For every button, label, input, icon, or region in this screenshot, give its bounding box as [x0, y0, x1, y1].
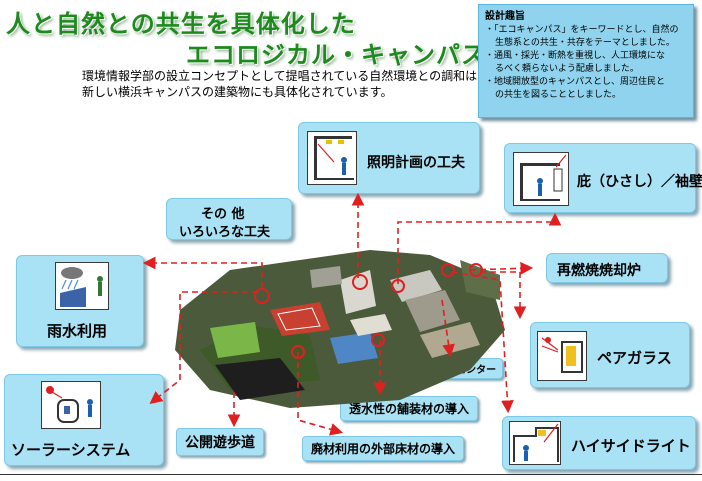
- rainwater-diagram-icon: [55, 262, 109, 310]
- lighting-label: 照明計画の工夫: [367, 155, 465, 171]
- pair-glass-label: ペアガラス: [597, 349, 672, 367]
- high-side-light-label: ハイサイドライト: [571, 437, 691, 455]
- design-line: の共生を図ることとしました。: [495, 90, 622, 100]
- pair-glass-card: ペアガラス: [530, 322, 690, 388]
- bottom-rule: [0, 474, 702, 475]
- design-line: ・地域開放型のキャンパスとし、周辺住民と: [485, 77, 666, 87]
- design-intent-box: 設計趣旨 ・「エコキャンパス」をキーワードとし、自然の 生態系との共生・共存をテ…: [478, 4, 694, 118]
- incinerator-label: 再燃焼焼却炉: [557, 263, 641, 279]
- eaves-diagram-icon: [513, 152, 569, 206]
- eaves-label: 庇（ひさし）／袖壁: [577, 174, 702, 190]
- rainwater-card: 雨水利用: [16, 255, 144, 347]
- intro-line-1: 環境情報学部の設立コンセプトとして提唱されている自然環境との調和は、: [82, 69, 490, 83]
- design-heading: 設計趣旨: [485, 11, 525, 22]
- other-line-2: いろいろな工夫: [179, 225, 271, 240]
- walkway-tag: 公開遊歩道: [176, 428, 264, 456]
- lighting-diagram-icon: [307, 131, 357, 185]
- high-side-light-card: ハイサイドライト: [502, 416, 696, 470]
- solar-card: ソーラーシステム: [4, 374, 164, 466]
- other-features-card: その 他 いろいろな工夫: [166, 198, 292, 240]
- intro-line-2: 新しい横浜キャンパスの建築物にも具体化されています。: [82, 85, 393, 99]
- design-line: るべく頼らないよう配慮しました。: [495, 64, 639, 74]
- intro-text: 環境情報学部の設立コンセプトとして提唱されている自然環境との調和は、 新しい横浜…: [82, 68, 489, 100]
- other-line-1: その 他: [201, 207, 245, 222]
- eaves-card: 庇（ひさし）／袖壁: [504, 143, 702, 213]
- campus-aerial-photo: [170, 240, 510, 410]
- recycled-floor-tag: 廃材利用の外部床材の導入: [302, 436, 465, 461]
- lighting-card: 照明計画の工夫: [298, 122, 480, 194]
- rainwater-label: 雨水利用: [47, 322, 108, 340]
- pair-glass-diagram-icon: [537, 331, 587, 381]
- incinerator-card: 再燃焼焼却炉: [546, 253, 668, 283]
- high-side-light-diagram-icon: [509, 421, 561, 465]
- title-line-2: エコロジカル・キャンパス: [186, 41, 486, 69]
- solar-diagram-icon: [41, 381, 101, 429]
- title-line-1: 人と自然との共生を具体化した: [6, 10, 356, 38]
- design-line: 生態系との共生・共存をテーマとしました。: [495, 38, 675, 48]
- solar-label: ソーラーシステム: [11, 441, 131, 459]
- design-line: ・通風・採光・断熱を重視し、人工環境にな: [485, 51, 666, 61]
- design-line: ・「エコキャンパス」をキーワードとし、自然の: [485, 25, 679, 35]
